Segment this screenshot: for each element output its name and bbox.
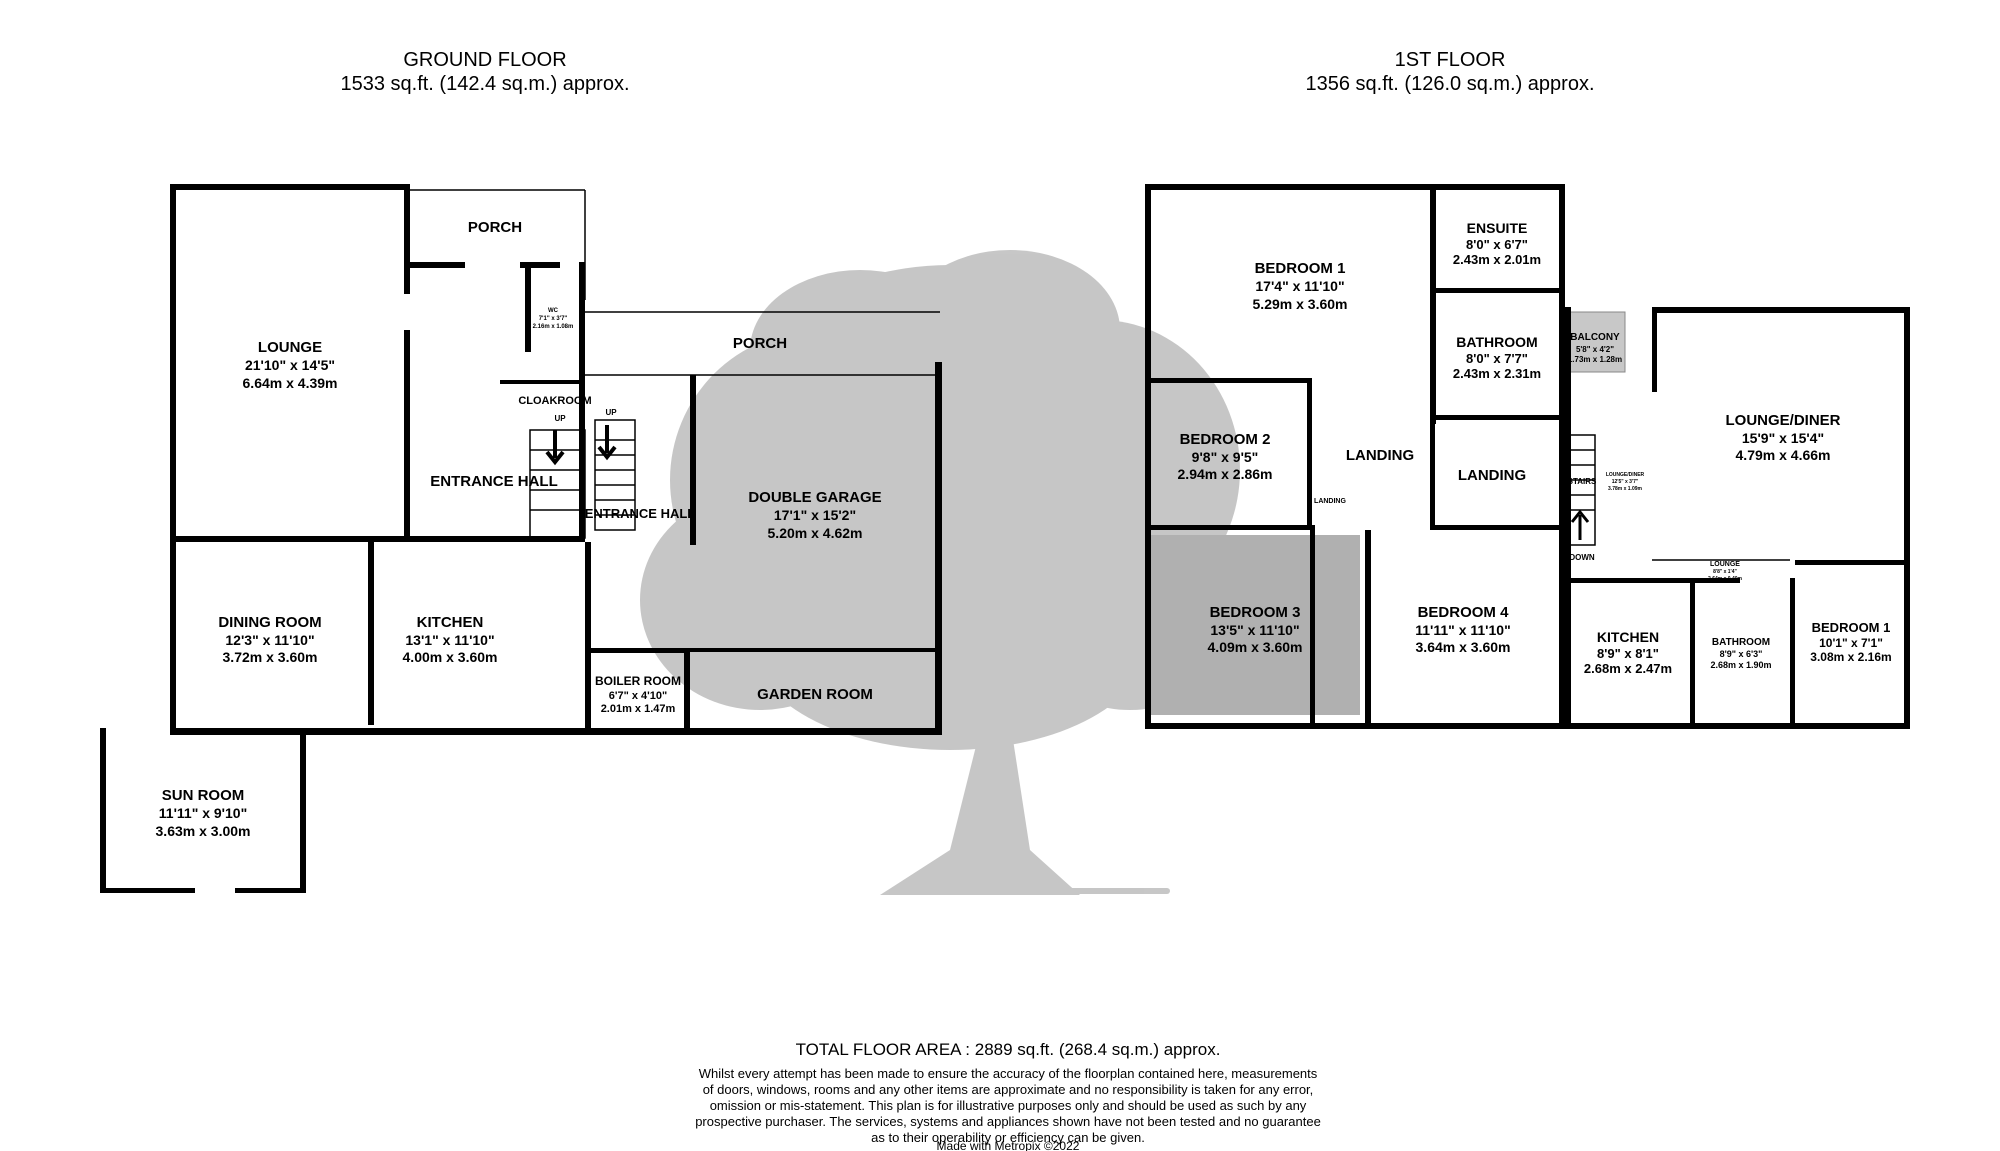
lounge-imperial: 21'10" x 14'5"	[245, 357, 335, 373]
bedroom3-imperial: 13'5" x 11'10"	[1210, 622, 1299, 638]
disclaimer-line-1: Whilst every attempt has been made to en…	[699, 1066, 1318, 1081]
boiler-room-imperial: 6'7" x 4'10"	[609, 690, 667, 702]
disclaimer-line-5: as to their operability or efficiency ca…	[871, 1130, 1145, 1145]
bedroom1-metric: 5.29m x 3.60m	[1253, 296, 1348, 312]
kitchen-imperial: 13'1" x 11'10"	[405, 632, 494, 648]
lounge-diner-imperial: 15'9" x 15'4"	[1742, 430, 1824, 446]
bedroom3-metric: 4.09m x 3.60m	[1208, 639, 1303, 655]
annex-bedroom1-label: BEDROOM 1	[1812, 620, 1891, 635]
annex-bathroom-label: BATHROOM	[1712, 637, 1770, 648]
garden-room-label: GARDEN ROOM	[757, 686, 873, 703]
boiler-room-metric: 2.01m x 1.47m	[601, 703, 676, 715]
ensuite-label: ENSUITE	[1467, 220, 1528, 236]
lounge-small-metric: 2.64m x 0.40m	[1708, 576, 1742, 582]
lounge-label: LOUNGE	[258, 339, 322, 356]
disclaimer-line-4: prospective purchaser. The services, sys…	[695, 1114, 1321, 1129]
wc-label: WC	[548, 308, 559, 314]
annex-bathroom-imperial: 8'9" x 6'3"	[1720, 649, 1763, 659]
up-left-label: UP	[554, 414, 566, 423]
bedroom2-label: BEDROOM 2	[1180, 431, 1271, 448]
ground-floor-walls	[100, 184, 942, 893]
porch-mid-label: PORCH	[733, 335, 787, 352]
annex-walls	[1564, 307, 1910, 729]
ensuite-imperial: 8'0" x 6'7"	[1466, 237, 1528, 252]
ground-floor-title: GROUND FLOOR	[403, 49, 566, 71]
total-floor-area: TOTAL FLOOR AREA : 2889 sq.ft. (268.4 sq…	[796, 1040, 1221, 1059]
ground-stairs	[529, 419, 636, 539]
bedroom4-imperial: 11'11" x 11'10"	[1415, 622, 1510, 638]
bathroom-metric: 2.43m x 2.31m	[1453, 366, 1541, 381]
ground-floor-area: 1533 sq.ft. (142.4 sq.m.) approx.	[340, 73, 629, 95]
lounge-diner-small-imperial: 12'5" x 3'7"	[1612, 479, 1639, 485]
metropix-credit: Made with Metropix ©2022	[937, 1139, 1080, 1151]
sun-room-metric: 3.63m x 3.00m	[156, 823, 251, 839]
lounge-small-label: LOUNGE	[1710, 561, 1740, 568]
wc-metric: 2.16m x 1.08m	[533, 324, 574, 330]
annex-bathroom-metric: 2.68m x 1.90m	[1710, 660, 1771, 670]
annex-bedroom1-metric: 3.08m x 2.16m	[1810, 650, 1891, 664]
landing-right-label: LANDING	[1458, 467, 1526, 484]
balcony-imperial: 5'8" x 4'2"	[1576, 345, 1614, 354]
landing-main-label: LANDING	[1346, 447, 1414, 464]
lounge-diner-small-metric: 3.78m x 1.09m	[1608, 486, 1642, 492]
dining-room-metric: 3.72m x 3.60m	[223, 649, 318, 665]
wc-imperial: 7'1" x 3'7"	[539, 316, 568, 322]
entrance-hall-left-label: ENTRANCE HALL	[430, 473, 558, 490]
lounge-metric: 6.64m x 4.39m	[243, 375, 338, 391]
balcony-metric: 1.73m x 1.28m	[1568, 355, 1622, 364]
annex-kitchen-metric: 2.68m x 2.47m	[1584, 661, 1672, 676]
double-garage-label: DOUBLE GARAGE	[748, 489, 881, 506]
boiler-room-label: BOILER ROOM	[595, 674, 681, 688]
up-right-label: UP	[605, 408, 617, 417]
dining-room-label: DINING ROOM	[218, 614, 321, 631]
ensuite-metric: 2.43m x 2.01m	[1453, 252, 1541, 267]
bedroom3-shading	[1150, 535, 1360, 715]
disclaimer-line-3: omission or mis-statement. This plan is …	[710, 1098, 1307, 1113]
kitchen-label: KITCHEN	[417, 614, 484, 631]
sun-room-label: SUN ROOM	[162, 787, 245, 804]
first-floor-walls	[1145, 184, 1565, 729]
kitchen-metric: 4.00m x 3.60m	[403, 649, 498, 665]
balcony-label: BALCONY	[1570, 332, 1620, 343]
bedroom4-label: BEDROOM 4	[1418, 604, 1510, 621]
first-floor-title: 1ST FLOOR	[1395, 49, 1506, 71]
sun-room-imperial: 11'11" x 9'10"	[159, 805, 247, 821]
tree-watermark	[640, 250, 1240, 895]
annex-bedroom1-imperial: 10'1" x 7'1"	[1819, 636, 1883, 650]
bedroom1-label: BEDROOM 1	[1255, 260, 1346, 277]
bedroom3-label: BEDROOM 3	[1210, 604, 1301, 621]
cloakroom-label: CLOAKROOM	[518, 395, 591, 407]
porch-top-label: PORCH	[468, 219, 522, 236]
disclaimer-line-2: of doors, windows, rooms and any other i…	[703, 1082, 1314, 1097]
dining-room-imperial: 12'3" x 11'10"	[225, 632, 314, 648]
bedroom2-imperial: 9'8" x 9'5"	[1192, 449, 1259, 465]
bathroom-imperial: 8'0" x 7'7"	[1466, 351, 1528, 366]
landing-small-label: LANDING	[1314, 498, 1346, 505]
bedroom2-metric: 2.94m x 2.86m	[1178, 466, 1273, 482]
down-label: DOWN	[1569, 553, 1595, 562]
double-garage-imperial: 17'1" x 15'2"	[774, 507, 856, 523]
bedroom4-metric: 3.64m x 3.60m	[1416, 639, 1511, 655]
lounge-small-imperial: 8'8" x 1'4"	[1713, 569, 1737, 575]
annex-kitchen-label: KITCHEN	[1597, 629, 1659, 645]
lounge-diner-label: LOUNGE/DINER	[1725, 412, 1840, 429]
double-garage-metric: 5.20m x 4.62m	[768, 525, 863, 541]
bedroom1-imperial: 17'4" x 11'10"	[1255, 278, 1344, 294]
lounge-diner-small-label: LOUNGE/DINER	[1606, 472, 1645, 478]
lounge-diner-metric: 4.79m x 4.66m	[1736, 447, 1831, 463]
stairs-label: STAIRS	[1568, 477, 1597, 486]
annex-kitchen-imperial: 8'9" x 8'1"	[1597, 646, 1659, 661]
entrance-hall-right-label: ENTRANCE HALL	[585, 506, 696, 521]
first-floor-area: 1356 sq.ft. (126.0 sq.m.) approx.	[1305, 73, 1594, 95]
bathroom-label: BATHROOM	[1456, 334, 1537, 350]
